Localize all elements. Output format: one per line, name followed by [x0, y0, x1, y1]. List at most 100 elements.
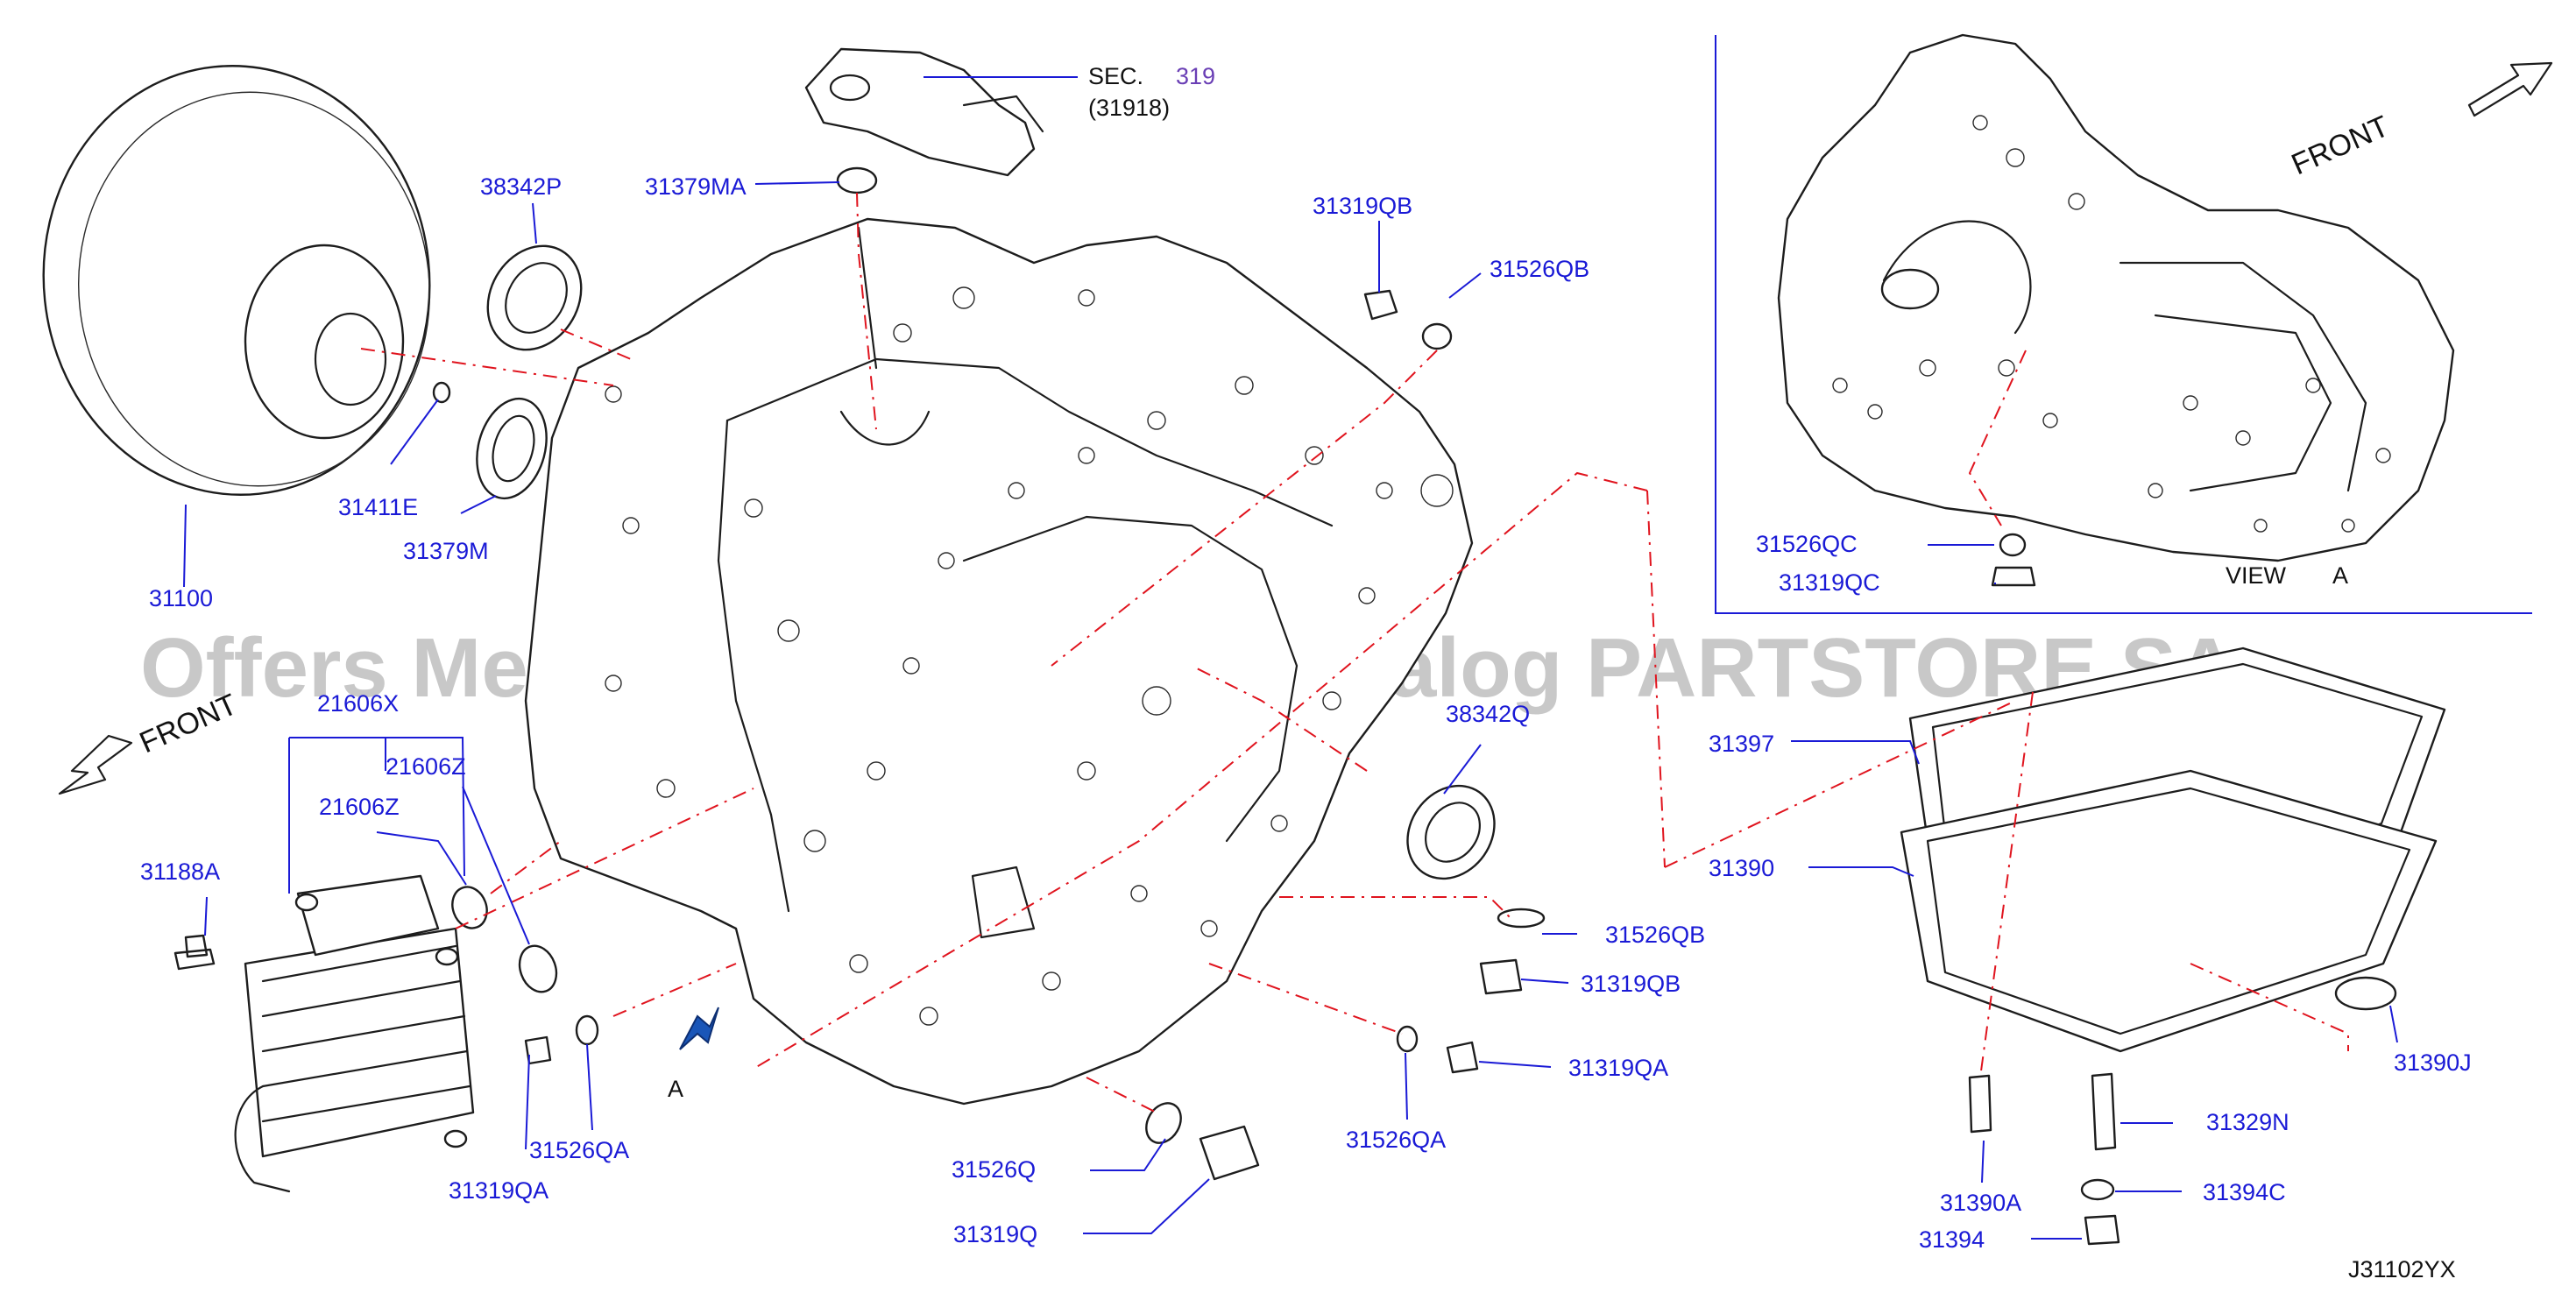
label-31379MA: 31379MA	[645, 173, 747, 200]
drain-plug-31394	[2084, 1214, 2120, 1246]
converter-outer	[42, 65, 431, 496]
label-31526QA-right: 31526QA	[1346, 1127, 1446, 1153]
cooler-fins	[261, 944, 471, 1123]
label-31526QB-top: 31526QB	[1490, 256, 1589, 282]
plug-31319QA-left	[524, 1035, 552, 1065]
label-31526QC: 31526QC	[1756, 531, 1858, 557]
case-shaft-line	[857, 226, 878, 370]
label-21606X: 21606X	[317, 690, 399, 717]
case-valve-cover-line	[962, 515, 1299, 843]
cooler-bolt-hole-a	[294, 893, 319, 912]
label-38342P: 38342P	[480, 173, 562, 200]
seal-38342Q-inner	[1425, 802, 1481, 863]
seal-31379M	[476, 397, 548, 500]
seal-31379MA	[836, 166, 878, 194]
inset-leader-dash	[1968, 350, 2027, 526]
label-31100: 31100	[149, 585, 213, 611]
label-sec-sub: (31918)	[1088, 95, 1170, 121]
label-front-right: FRONT	[2287, 110, 2394, 181]
oil-pan-assembly	[1900, 646, 2446, 1053]
label-31188A: 31188A	[140, 858, 220, 885]
label-31390J: 31390J	[2394, 1049, 2472, 1076]
bolt-31390A	[1968, 1074, 1992, 1134]
label-38342Q: 38342Q	[1446, 701, 1530, 727]
sensor-boss	[829, 74, 871, 102]
leader-lines	[183, 76, 2398, 1240]
label-31319Q: 31319Q	[953, 1221, 1037, 1247]
inset-bore	[1882, 220, 2032, 335]
label-21606Z-b: 21606Z	[319, 794, 400, 820]
pan-inner-edge	[1926, 787, 2411, 1035]
label-31394: 31394	[1919, 1226, 1985, 1253]
inset-bolt-holes	[1832, 115, 2391, 533]
label-31319QA-right: 31319QA	[1568, 1055, 1668, 1081]
inset-valve-body	[2154, 314, 2332, 492]
label-31390A: 31390A	[1940, 1190, 2021, 1216]
bolt-31188A	[173, 934, 216, 971]
label-31319QB-mid: 31319QB	[1581, 971, 1681, 997]
seal-38342P	[486, 244, 583, 351]
assembly-lines	[360, 192, 2349, 1113]
label-31526QA-left: 31526QA	[529, 1137, 629, 1163]
label-view-a-arrow-letter: A	[668, 1076, 683, 1102]
case-flange-line	[725, 357, 1334, 527]
converter-bore	[314, 312, 387, 406]
label-31319QC: 31319QC	[1779, 569, 1880, 596]
label-view: VIEW	[2226, 562, 2287, 589]
label-31379M: 31379M	[403, 538, 489, 564]
inset-rib	[2119, 261, 2367, 492]
label-31411E: 31411E	[338, 494, 418, 520]
plug-31319QB-mid	[1479, 958, 1523, 995]
oring-31526QB-mid	[1497, 908, 1546, 929]
front-arrow-left-icon	[58, 734, 133, 795]
case-outline	[524, 217, 1474, 1106]
front-arrow-right-icon	[2467, 61, 2553, 117]
seal-38342Q	[1406, 784, 1496, 880]
case-bolt-holes	[605, 286, 1454, 1026]
cooler-hose	[234, 1085, 291, 1193]
inset-case-housing	[1777, 33, 2455, 562]
converter-hub	[244, 244, 405, 440]
label-31526QB-mid: 31526QB	[1605, 922, 1705, 948]
plug-31319QA-right	[1446, 1041, 1479, 1074]
case-filter-boss	[971, 865, 1036, 939]
inset-plug-31319QC	[1991, 566, 2036, 587]
plug-31319QB-top	[1363, 289, 1398, 321]
label-view-letter: A	[2332, 562, 2348, 589]
transmission-case	[524, 217, 1474, 1106]
label-31390: 31390	[1709, 855, 1774, 881]
case-shaft-base	[839, 410, 931, 446]
seal-38342P-inner	[505, 262, 568, 334]
sensor-connector	[962, 95, 1044, 133]
range-sensor	[804, 47, 1044, 177]
magnet-31390J	[2334, 976, 2397, 1011]
seal-31379M-inner	[492, 414, 535, 483]
case-bellhousing-line	[717, 419, 790, 913]
diagram-code: J31102YX	[2348, 1256, 2456, 1282]
view-a-arrow-icon	[679, 1007, 719, 1050]
oring-31411E	[432, 381, 451, 404]
bolt-31329N	[2091, 1072, 2117, 1151]
oring-21606Z-a	[451, 886, 488, 929]
torque-converter	[42, 65, 431, 496]
inset-frame	[1715, 35, 2532, 614]
oil-cooler	[234, 874, 475, 1193]
washer-31394C	[2080, 1178, 2115, 1201]
oring-31526QA-right	[1396, 1025, 1419, 1053]
inset-seal	[1880, 268, 1940, 310]
cooler-bolt-hole-b	[435, 947, 459, 966]
label-31319QA-left: 31319QA	[449, 1177, 548, 1204]
sensor-body	[804, 47, 1036, 177]
view-a-inset	[1715, 33, 2553, 614]
oring-31526Q	[1145, 1102, 1182, 1144]
label-31329N: 31329N	[2206, 1109, 2289, 1135]
inset-oring-31526QC	[1999, 533, 2027, 557]
label-sec-number: 319	[1176, 63, 1215, 89]
label-31526Q: 31526Q	[952, 1156, 1036, 1183]
oil-pan-31390	[1900, 769, 2438, 1053]
converter-rim	[78, 91, 430, 487]
oring-31526QA-left	[575, 1014, 599, 1046]
label-sec-prefix: SEC.	[1088, 63, 1143, 89]
cooler-flange	[296, 874, 440, 957]
